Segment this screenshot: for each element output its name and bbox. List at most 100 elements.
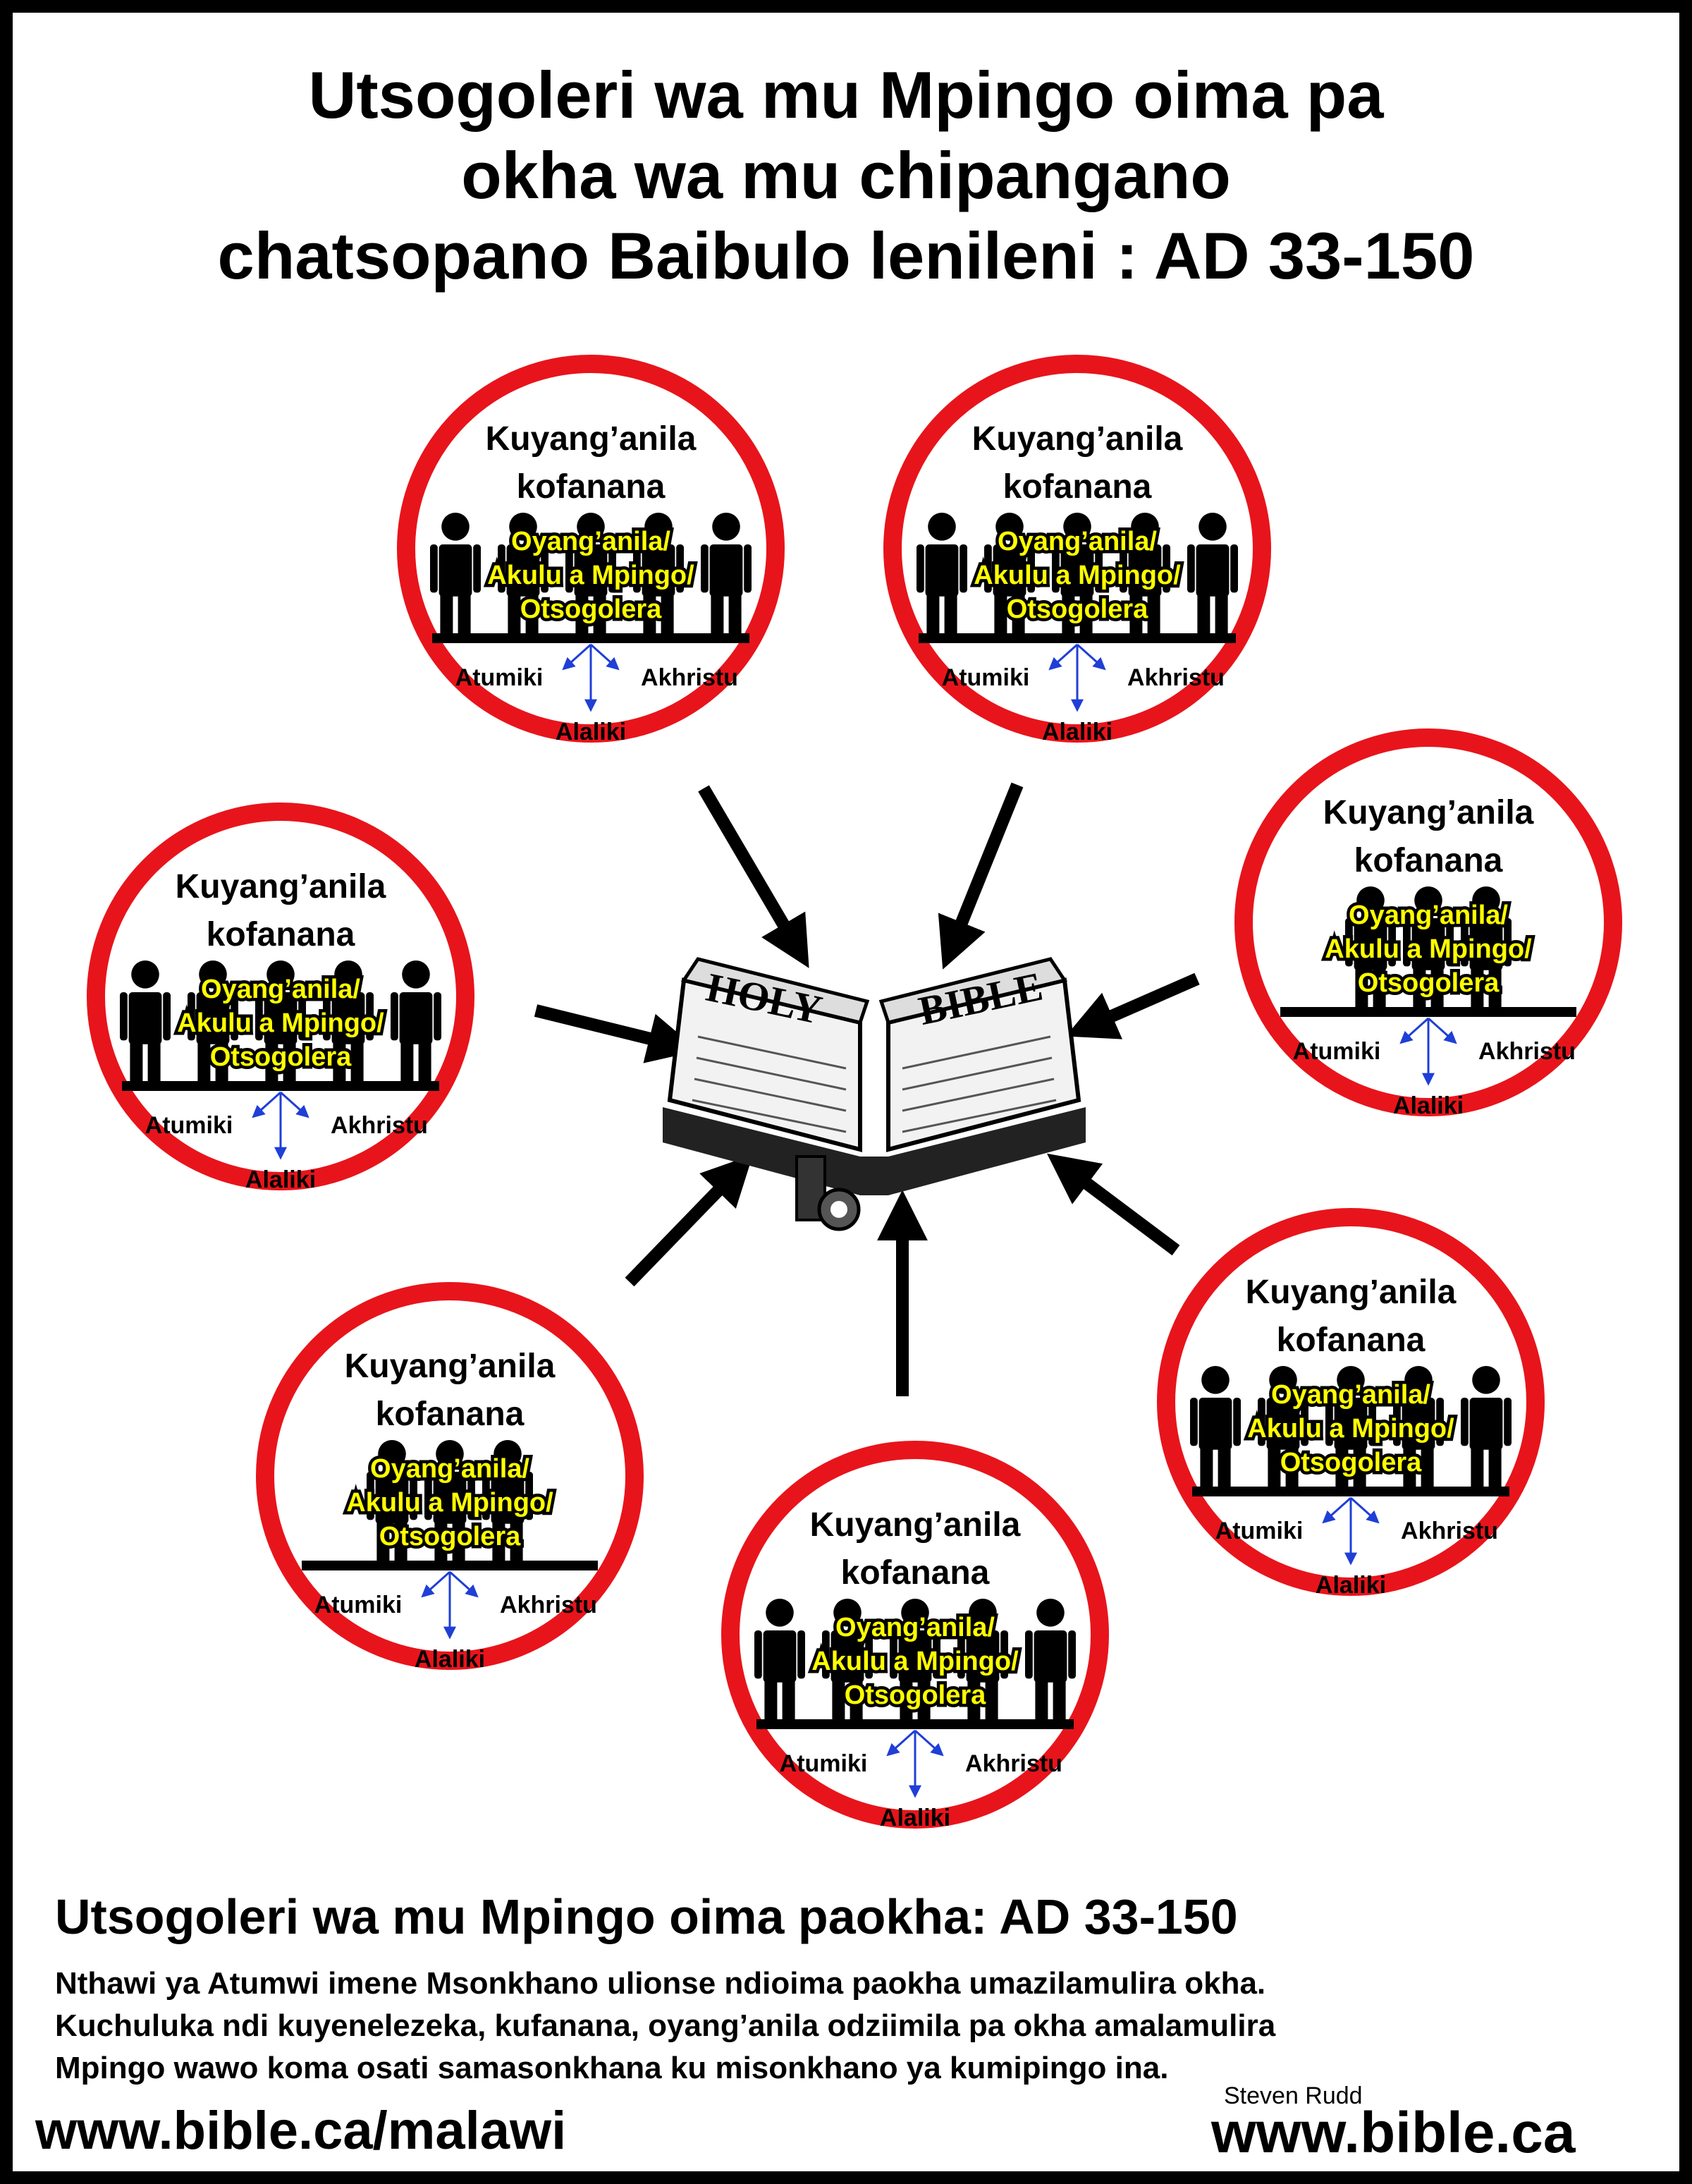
leaders-label-3: Otsogolera xyxy=(845,1680,986,1710)
role-preachers: Alaliki xyxy=(1042,719,1112,745)
role-christians: Akhristu xyxy=(965,1750,1062,1777)
leaders-label-3: Otsogolera xyxy=(210,1042,352,1072)
leaders-label-2: Akulu a Mpingo/ xyxy=(487,561,694,590)
oversight-heading: Kuyang’anila xyxy=(1323,794,1534,831)
leaders-label-3: Otsogolera xyxy=(1280,1448,1422,1477)
role-evangelists: Atumiki xyxy=(455,664,544,691)
role-arrows xyxy=(1322,1496,1380,1566)
leaders-label-3: Otsogolera xyxy=(1007,594,1148,624)
title-line-3: chatsopano Baibulo lenileni : AD 33-150 xyxy=(217,219,1475,293)
title-line-1: Utsogoleri wa mu Mpingo oima pa xyxy=(308,58,1384,132)
oversight-subheading: kofanana xyxy=(207,916,355,953)
role-preachers: Alaliki xyxy=(1316,1572,1386,1599)
leaders-label-2: Akulu a Mpingo/ xyxy=(1325,934,1532,964)
title-line-2: okha wa mu chipangano xyxy=(461,138,1231,212)
role-christians: Akhristu xyxy=(331,1112,428,1139)
summary-heading: Utsogoleri wa mu Mpingo oima paokha: AD … xyxy=(55,1889,1238,1944)
role-preachers: Alaliki xyxy=(415,1646,485,1673)
pointer-arrow xyxy=(698,785,809,968)
platform-bar xyxy=(122,1081,439,1091)
platform-bar xyxy=(302,1561,598,1570)
oversight-subheading: kofanana xyxy=(1003,468,1152,506)
leaders-label-2: Akulu a Mpingo/ xyxy=(177,1008,384,1038)
summary-line-1: Nthawi ya Atumwi imene Msonkhano ulionse… xyxy=(55,1966,1266,2001)
pointer-arrow xyxy=(625,1154,754,1287)
elders-group xyxy=(120,960,441,1081)
leaders-label-3: Otsogolera xyxy=(379,1522,521,1551)
author-credit: Steven Rudd xyxy=(1224,2082,1363,2109)
role-christians: Akhristu xyxy=(1478,1038,1576,1065)
oversight-heading: Kuyang’anila xyxy=(345,1348,556,1385)
website-link-malawi[interactable]: www.bible.ca/malawi xyxy=(35,2101,567,2161)
pointer-arrow xyxy=(534,1004,699,1063)
role-christians: Akhristu xyxy=(500,1592,597,1618)
role-christians: Akhristu xyxy=(1127,664,1225,691)
leaders-label-1: Oyang’anila/ xyxy=(511,527,670,556)
leaders-label-1: Oyang’anila/ xyxy=(201,975,360,1004)
platform-bar xyxy=(756,1719,1074,1729)
oversight-heading: Kuyang’anila xyxy=(486,420,697,458)
role-christians: Akhristu xyxy=(1401,1518,1498,1544)
oversight-heading: Kuyang’anila xyxy=(176,868,386,905)
leaders-label-2: Akulu a Mpingo/ xyxy=(811,1647,1019,1676)
oversight-heading: Kuyang’anila xyxy=(810,1506,1021,1544)
elders-group xyxy=(430,513,752,633)
leaders-label-3: Otsogolera xyxy=(1358,968,1500,998)
oversight-subheading: kofanana xyxy=(1277,1322,1426,1359)
role-arrows xyxy=(252,1091,309,1160)
elders-group xyxy=(754,1599,1076,1719)
role-evangelists: Atumiki xyxy=(780,1750,868,1777)
leaders-label-3: Otsogolera xyxy=(520,594,662,624)
platform-bar xyxy=(1280,1007,1576,1017)
website-link-main[interactable]: www.bible.ca xyxy=(1211,2101,1576,2165)
oversight-subheading: kofanana xyxy=(376,1396,525,1433)
leaders-label-1: Oyang’anila/ xyxy=(998,527,1157,556)
role-evangelists: Atumiki xyxy=(145,1112,233,1139)
elders-group xyxy=(1190,1366,1512,1487)
role-evangelists: Atumiki xyxy=(314,1592,403,1618)
leaders-label-1: Oyang’anila/ xyxy=(370,1454,529,1484)
leaders-label-2: Akulu a Mpingo/ xyxy=(974,561,1181,590)
pointer-arrows xyxy=(534,782,1200,1396)
elders-group xyxy=(916,513,1238,633)
role-christians: Akhristu xyxy=(641,664,738,691)
role-evangelists: Atumiki xyxy=(1215,1518,1304,1544)
leaders-label-2: Akulu a Mpingo/ xyxy=(346,1488,553,1518)
role-preachers: Alaliki xyxy=(880,1805,950,1831)
oversight-subheading: kofanana xyxy=(517,468,666,506)
role-preachers: Alaliki xyxy=(245,1166,316,1193)
leaders-label-1: Oyang’anila/ xyxy=(835,1613,995,1642)
role-arrows xyxy=(421,1570,479,1640)
role-preachers: Alaliki xyxy=(1393,1092,1464,1119)
pointer-arrow xyxy=(938,782,1024,970)
platform-bar xyxy=(919,633,1236,643)
oversight-heading: Kuyang’anila xyxy=(1246,1274,1457,1311)
leaders-label-1: Oyang’anila/ xyxy=(1271,1380,1430,1410)
role-evangelists: Atumiki xyxy=(1293,1038,1381,1065)
platform-bar xyxy=(432,633,749,643)
leaders-label-1: Oyang’anila/ xyxy=(1349,901,1508,930)
elders-group xyxy=(1345,886,1512,1007)
role-arrows xyxy=(1399,1017,1457,1086)
role-evangelists: Atumiki xyxy=(942,664,1030,691)
oversight-subheading: kofanana xyxy=(1354,842,1503,879)
open-bible: HOLY BIBLE xyxy=(663,957,1086,1231)
elders-group xyxy=(367,1440,533,1561)
pointer-arrow xyxy=(1046,1153,1180,1256)
pointer-arrow xyxy=(1065,972,1200,1039)
poster: Utsogoleri wa mu Mpingo oima pa okha wa … xyxy=(13,13,1679,2171)
oversight-subheading: kofanana xyxy=(841,1554,990,1592)
role-preachers: Alaliki xyxy=(556,719,626,745)
role-arrows xyxy=(562,643,620,712)
oversight-heading: Kuyang’anila xyxy=(972,420,1183,458)
summary-line-2: Kuchuluka ndi kuyenelezeka, kufanana, oy… xyxy=(55,2008,1276,2043)
